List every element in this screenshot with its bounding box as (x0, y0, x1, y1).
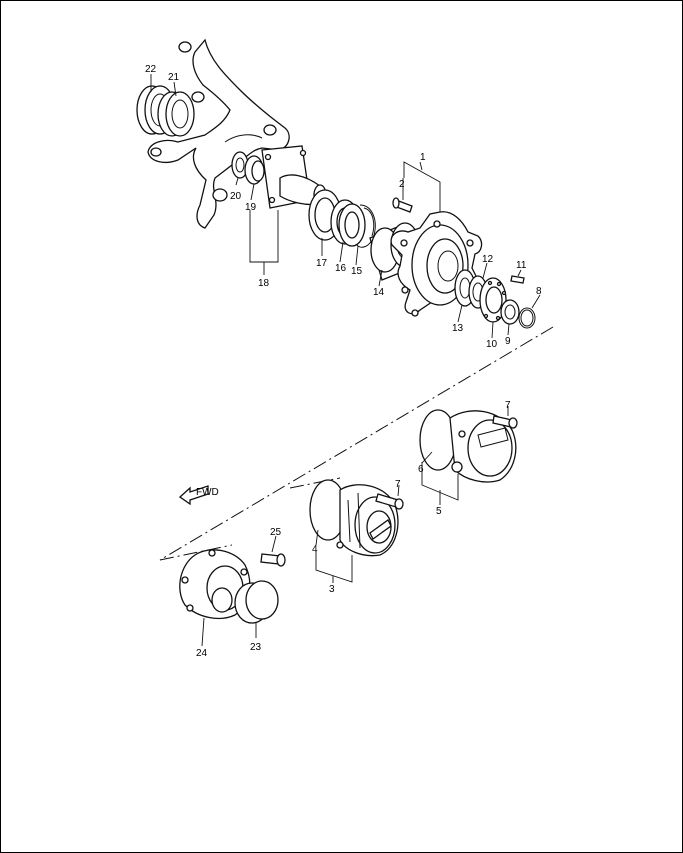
callout-13: 13 (452, 323, 464, 334)
callout-9: 9 (505, 336, 511, 347)
callout-17: 17 (316, 258, 328, 269)
callout-labels: 1 2 3 4 5 6 7 7 8 9 10 11 12 13 14 15 16… (145, 64, 542, 659)
steering-knuckle (147, 38, 290, 229)
callout-25: 25 (270, 527, 282, 538)
callout-11: 11 (516, 260, 527, 271)
bolt-25 (260, 553, 286, 567)
callout-19: 19 (245, 202, 257, 213)
callout-21: 21 (168, 72, 180, 83)
callout-23: 23 (250, 642, 262, 653)
bolt-11 (510, 275, 525, 284)
callout-5: 5 (436, 506, 442, 517)
snap-ring-8 (518, 307, 536, 329)
hub-cap-23 (234, 580, 279, 624)
callout-10: 10 (486, 339, 498, 350)
callout-7-upper: 7 (505, 400, 511, 411)
bolt-7-upper (492, 415, 518, 429)
bearing-19 (244, 155, 265, 185)
callout-4: 4 (312, 544, 318, 555)
oil-seal-21 (157, 91, 195, 137)
section-line-mid (289, 477, 341, 489)
drive-flange-24 (179, 549, 251, 619)
free-wheel-hub-manual-3 (309, 479, 399, 557)
callout-3: 3 (329, 584, 335, 595)
callout-22: 22 (145, 64, 157, 75)
callout-8: 8 (536, 286, 542, 297)
callout-7-lower: 7 (395, 479, 401, 490)
callout-20: 20 (230, 191, 242, 202)
callout-12: 12 (482, 254, 494, 265)
stud-bolt-2 (392, 197, 413, 213)
callout-18: 18 (258, 278, 270, 289)
callout-6: 6 (418, 464, 424, 475)
snap-ring-15 (355, 204, 376, 248)
lock-washer-16 (330, 199, 366, 247)
ring-9 (500, 299, 520, 325)
svg-text:FWD: FWD (196, 487, 219, 498)
forward-arrow: FWD (178, 485, 219, 506)
callout-15: 15 (351, 266, 363, 277)
leader-lines (150, 74, 541, 647)
section-line-lower (159, 544, 233, 561)
callout-16: 16 (335, 263, 347, 274)
callout-2: 2 (399, 179, 405, 190)
callout-1: 1 (420, 152, 426, 163)
callout-14: 14 (373, 287, 385, 298)
section-line-upper (159, 326, 554, 561)
callout-24: 24 (196, 648, 208, 659)
bolt-7-lower (375, 493, 404, 510)
